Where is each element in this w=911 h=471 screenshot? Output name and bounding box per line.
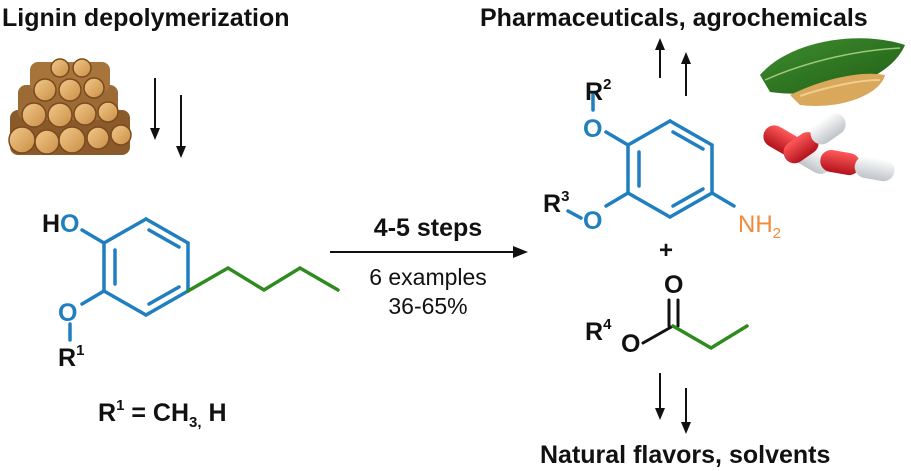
oh-o-label: O	[60, 210, 79, 238]
r3-label: R3	[543, 188, 569, 218]
steps-label: 4-5 steps	[374, 214, 482, 242]
aniline-top-oxygen: O	[583, 115, 602, 143]
down-arrows-bottom	[655, 373, 691, 434]
oh-h-label: H	[42, 210, 60, 238]
examples-label: 6 examples	[369, 264, 487, 290]
wood-logs-icon	[8, 58, 132, 155]
reaction-arrow: 4-5 steps 6 examples 36-65%	[330, 214, 528, 319]
nh2-label: NH2	[738, 211, 781, 242]
title-flavors: Natural flavors, solvents	[540, 441, 830, 469]
title-lignin: Lignin depolymerization	[2, 4, 290, 32]
ester-molecule: O O R4	[585, 271, 749, 358]
capsules-icon	[763, 113, 895, 182]
aniline-left-oxygen: O	[583, 207, 602, 235]
down-arrows-left	[150, 78, 186, 158]
propylguaiacol-molecule: H O O R1	[42, 210, 340, 372]
carbonyl-oxygen: O	[664, 271, 683, 299]
r1-label: R1	[58, 342, 84, 372]
o-r1-oxygen-label: O	[58, 299, 77, 327]
r4-label: R4	[585, 316, 612, 346]
title-pharma: Pharmaceuticals, agrochemicals	[480, 4, 868, 32]
leaf-icon	[760, 38, 905, 106]
r1-definition: R1 = CH3, H	[98, 397, 227, 431]
aniline-molecule: O O R2 R3 NH2 +	[543, 76, 781, 264]
up-arrows-right	[655, 38, 691, 96]
r2-label: R2	[585, 76, 611, 106]
yield-label: 36-65%	[388, 293, 467, 319]
ether-oxygen: O	[621, 330, 640, 358]
plus-sign: +	[659, 237, 673, 264]
